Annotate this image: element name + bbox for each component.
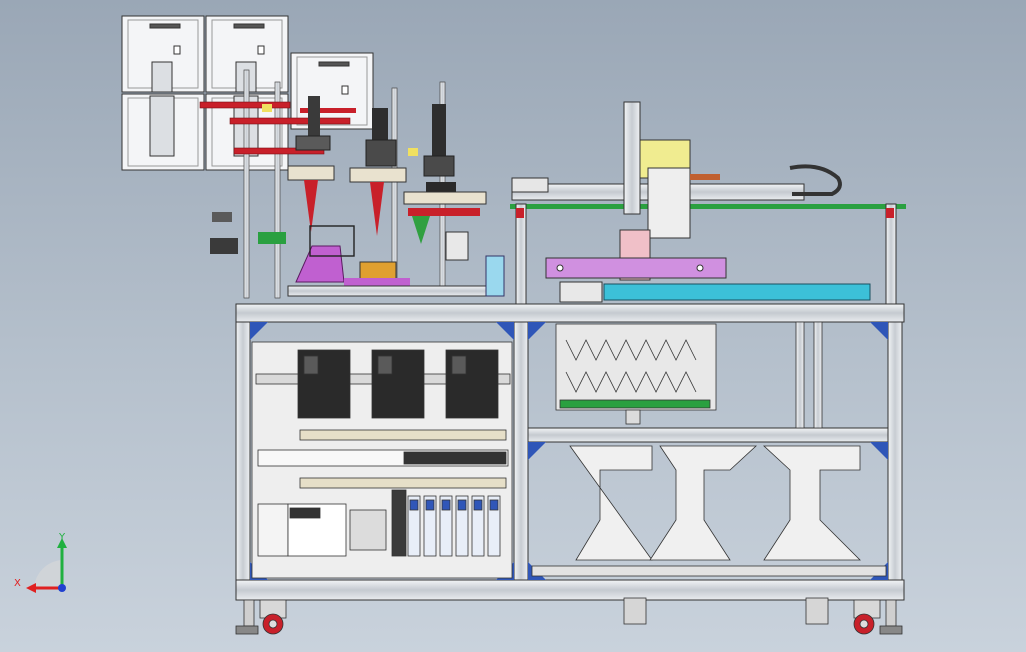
y-axis-label: Y bbox=[58, 532, 66, 543]
gantry-robot-zone bbox=[510, 101, 906, 305]
lower-right-assembly bbox=[531, 321, 887, 577]
view-orientation-triad: X Y bbox=[14, 532, 67, 593]
vision-inspection-zone bbox=[199, 69, 505, 299]
stepper-driver-bank bbox=[391, 489, 501, 557]
x-axis-label: X bbox=[14, 578, 21, 589]
monitor-array bbox=[121, 15, 374, 171]
z-axis-dot bbox=[58, 584, 66, 592]
electrical-cabinet bbox=[251, 341, 513, 579]
feet-and-casters bbox=[235, 597, 903, 635]
